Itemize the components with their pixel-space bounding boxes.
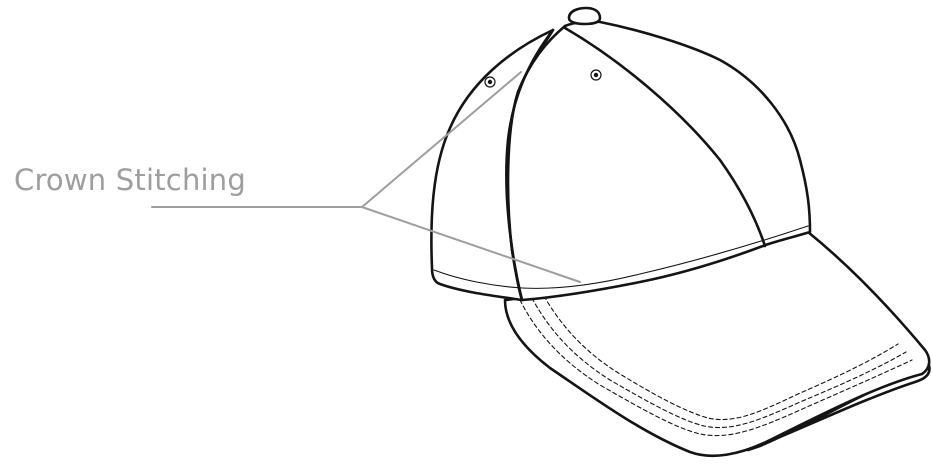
eyelet-icon bbox=[485, 77, 495, 87]
eyelet-icon bbox=[591, 70, 601, 80]
callout-label: Crown Stitching bbox=[14, 160, 246, 200]
top-button bbox=[569, 8, 600, 24]
